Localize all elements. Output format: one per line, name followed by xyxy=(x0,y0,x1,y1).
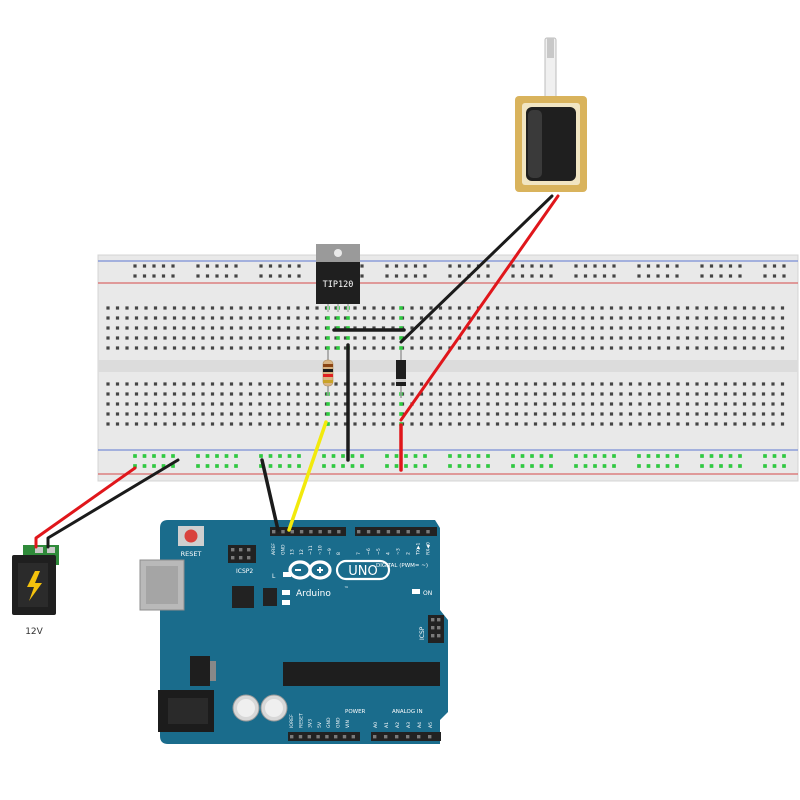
pin-label: ~5 xyxy=(376,548,382,555)
breadboard-center-channel xyxy=(98,360,798,372)
atmega-chip xyxy=(283,662,440,686)
resistor xyxy=(322,350,334,396)
pin-label: AREF xyxy=(271,543,277,555)
arduino-uno-board: RESET ICSP2 L TX RX ON UNO Arduino ™ xyxy=(139,520,448,744)
pin-label: ~3 xyxy=(396,548,402,555)
led-l xyxy=(283,572,291,577)
breadboard-connected-holes xyxy=(133,306,786,468)
digital-label: DIGITAL (PWM= ~) xyxy=(376,563,428,569)
pin-label: 5V xyxy=(317,721,323,728)
pin-label: TX▶1 xyxy=(415,543,421,556)
pin-label: 13 xyxy=(290,549,296,555)
solenoid xyxy=(515,37,587,192)
led-chip xyxy=(263,588,277,606)
pin-label: GND xyxy=(280,544,286,555)
wire-solenoid-red xyxy=(399,194,560,422)
icsp2-header xyxy=(228,545,256,563)
pin-label: GND xyxy=(326,717,332,728)
pin-label: 12 xyxy=(299,549,305,555)
pin-label: A3 xyxy=(406,722,412,728)
icsp-pins xyxy=(431,618,441,638)
model-label: UNO xyxy=(348,564,377,579)
led-on-label: ON xyxy=(423,590,432,597)
wire-jack-black xyxy=(46,458,180,549)
wires xyxy=(34,194,560,549)
usb-port-inner xyxy=(146,566,178,604)
breadboard xyxy=(97,254,799,482)
pin-label: VIN xyxy=(345,720,351,728)
breadboard-holes xyxy=(106,264,786,468)
pin-label: RESET xyxy=(298,713,304,728)
icsp-header xyxy=(428,615,444,643)
led-on xyxy=(412,589,420,594)
pin-label: ~9 xyxy=(327,548,333,555)
led-l-label: L xyxy=(272,573,276,580)
pin-label: GND xyxy=(336,717,342,728)
wire-arduino-pin13 xyxy=(287,420,328,532)
diode-body xyxy=(396,360,406,386)
led-tx xyxy=(282,590,290,595)
wire-jack-red xyxy=(34,466,137,549)
wire-solenoid-black xyxy=(399,194,554,344)
pin-label: A4 xyxy=(417,722,423,728)
usb-chip xyxy=(232,586,254,608)
pin-label: 3V3 xyxy=(308,719,314,728)
icsp2-label: ICSP2 xyxy=(236,568,253,575)
pin-label: ~6 xyxy=(366,548,372,555)
tip120-transistor: TIP120 xyxy=(316,244,360,312)
digital-header-right xyxy=(355,527,437,536)
uno-badge xyxy=(335,559,391,581)
transistor-tab-hole xyxy=(334,249,342,257)
infinity-icon xyxy=(308,560,332,580)
regulator-tab xyxy=(210,661,216,681)
power-jack-pin xyxy=(47,547,55,553)
reset-button[interactable] xyxy=(184,529,198,543)
pin-label: 2 xyxy=(406,552,412,555)
analog-pin-labels: A0 A1 A2 A3 A4 A5 xyxy=(373,722,434,739)
capacitor-top xyxy=(237,699,255,717)
pin-label: 8 xyxy=(336,552,342,555)
pin-label: ~11 xyxy=(308,545,314,555)
reset-label: RESET xyxy=(181,550,202,558)
diode xyxy=(396,350,406,398)
voltage-regulator xyxy=(190,656,210,686)
pin-label: A2 xyxy=(395,722,401,728)
diode-stripe xyxy=(396,379,406,382)
pin-label: 7 xyxy=(356,552,362,555)
arduino-logo: UNO Arduino ™ xyxy=(288,559,391,599)
trademark: ™ xyxy=(344,586,349,592)
power-label: POWER xyxy=(345,709,366,715)
icsp-label: ICSP xyxy=(419,626,426,640)
power-jack-label: 12V xyxy=(25,627,43,637)
led-rx xyxy=(282,600,290,605)
pin-label: ~10 xyxy=(318,545,324,555)
power-jack: 12V xyxy=(12,545,59,637)
wire-arduino-gnd xyxy=(260,458,280,532)
barrel-jack-inner xyxy=(168,698,208,724)
capacitor-top xyxy=(265,699,283,717)
transistor-label: TIP120 xyxy=(323,280,354,290)
pin-label: IOREF xyxy=(289,714,295,728)
pin-label: A5 xyxy=(428,722,434,728)
lightning-icon xyxy=(27,571,42,601)
analog-label: ANALOG IN xyxy=(392,709,423,715)
power-jack-pin xyxy=(35,547,43,553)
pin-label: 4 xyxy=(386,552,392,555)
digital-header-left xyxy=(270,527,346,536)
pin-label: RX◀0 xyxy=(425,542,431,555)
pin-label: A0 xyxy=(373,722,379,728)
arduino-pcb xyxy=(160,520,448,744)
pin-label: A1 xyxy=(384,722,390,728)
brand-label: Arduino xyxy=(296,589,331,599)
power-header xyxy=(288,732,360,741)
